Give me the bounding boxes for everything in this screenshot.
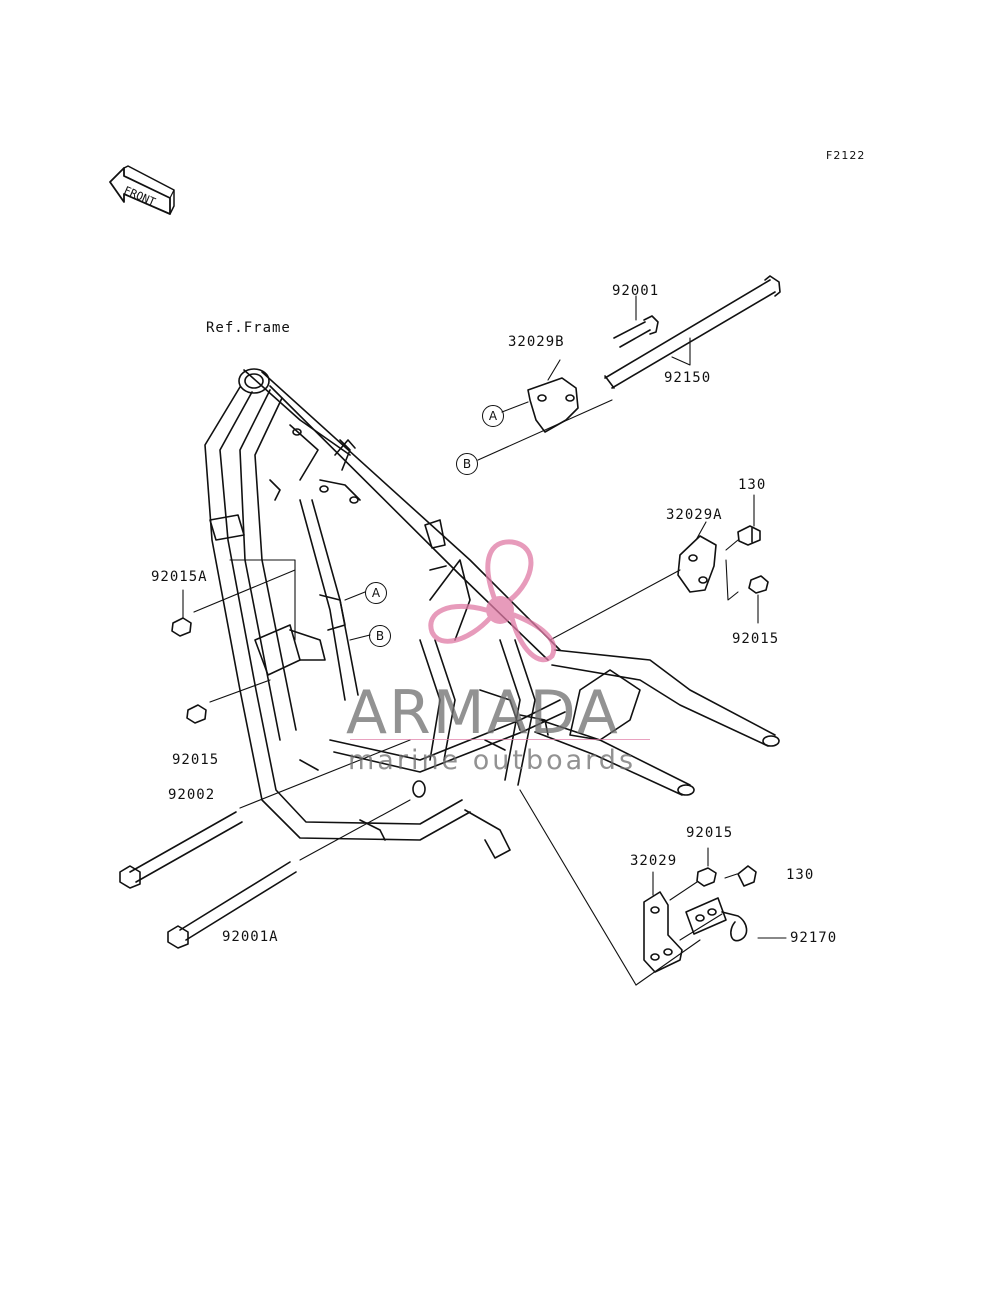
nut-92015-right <box>748 575 769 594</box>
part-label-92001: 92001 <box>612 283 660 299</box>
leader-lines <box>182 295 787 986</box>
part-label-92015A: 92015A <box>151 569 208 585</box>
callout-a-top: A <box>482 405 504 427</box>
part-label-130-bottom: 130 <box>786 867 815 883</box>
bracket-32029B <box>527 377 579 433</box>
motorcycle-frame <box>204 368 780 859</box>
part-label-92015-bottom: 92015 <box>686 825 734 841</box>
front-arrow-icon <box>109 165 175 215</box>
bolt-130-top <box>737 525 761 546</box>
part-label-92002: 92002 <box>168 787 216 803</box>
bolt-92002 <box>119 811 243 889</box>
bolt-92001 <box>613 315 659 348</box>
armada-logo-icon <box>428 539 557 663</box>
nut-92015-bottom <box>696 867 717 887</box>
callout-b-top: B <box>456 453 478 475</box>
part-label-92150: 92150 <box>664 370 712 386</box>
watermark-subtitle: marine outboards <box>348 745 637 776</box>
part-label-130-top: 130 <box>738 477 767 493</box>
part-label-32029: 32029 <box>630 853 678 869</box>
part-label-32029B: 32029B <box>508 334 565 350</box>
part-label-92170: 92170 <box>790 930 838 946</box>
figure-id: F2122 <box>826 149 866 162</box>
ref-frame-label: Ref.Frame <box>206 320 291 336</box>
part-label-92015-left: 92015 <box>172 752 220 768</box>
bolt-92150 <box>604 275 781 389</box>
bolt-130-bottom <box>737 865 757 887</box>
callout-b-frame: B <box>369 625 391 647</box>
bracket-32029A <box>677 535 717 593</box>
part-label-92001A: 92001A <box>222 929 279 945</box>
bolt-92001A <box>167 861 297 949</box>
callout-a-frame: A <box>365 582 387 604</box>
part-label-32029A: 32029A <box>666 507 723 523</box>
watermark-divider <box>350 739 650 740</box>
nut-92015-left <box>186 704 207 724</box>
clamp-92170 <box>685 897 748 942</box>
watermark-title: ARMADA <box>346 678 620 748</box>
part-label-92015-right: 92015 <box>732 631 780 647</box>
bracket-32029 <box>643 891 683 973</box>
nut-92015A <box>171 617 192 637</box>
